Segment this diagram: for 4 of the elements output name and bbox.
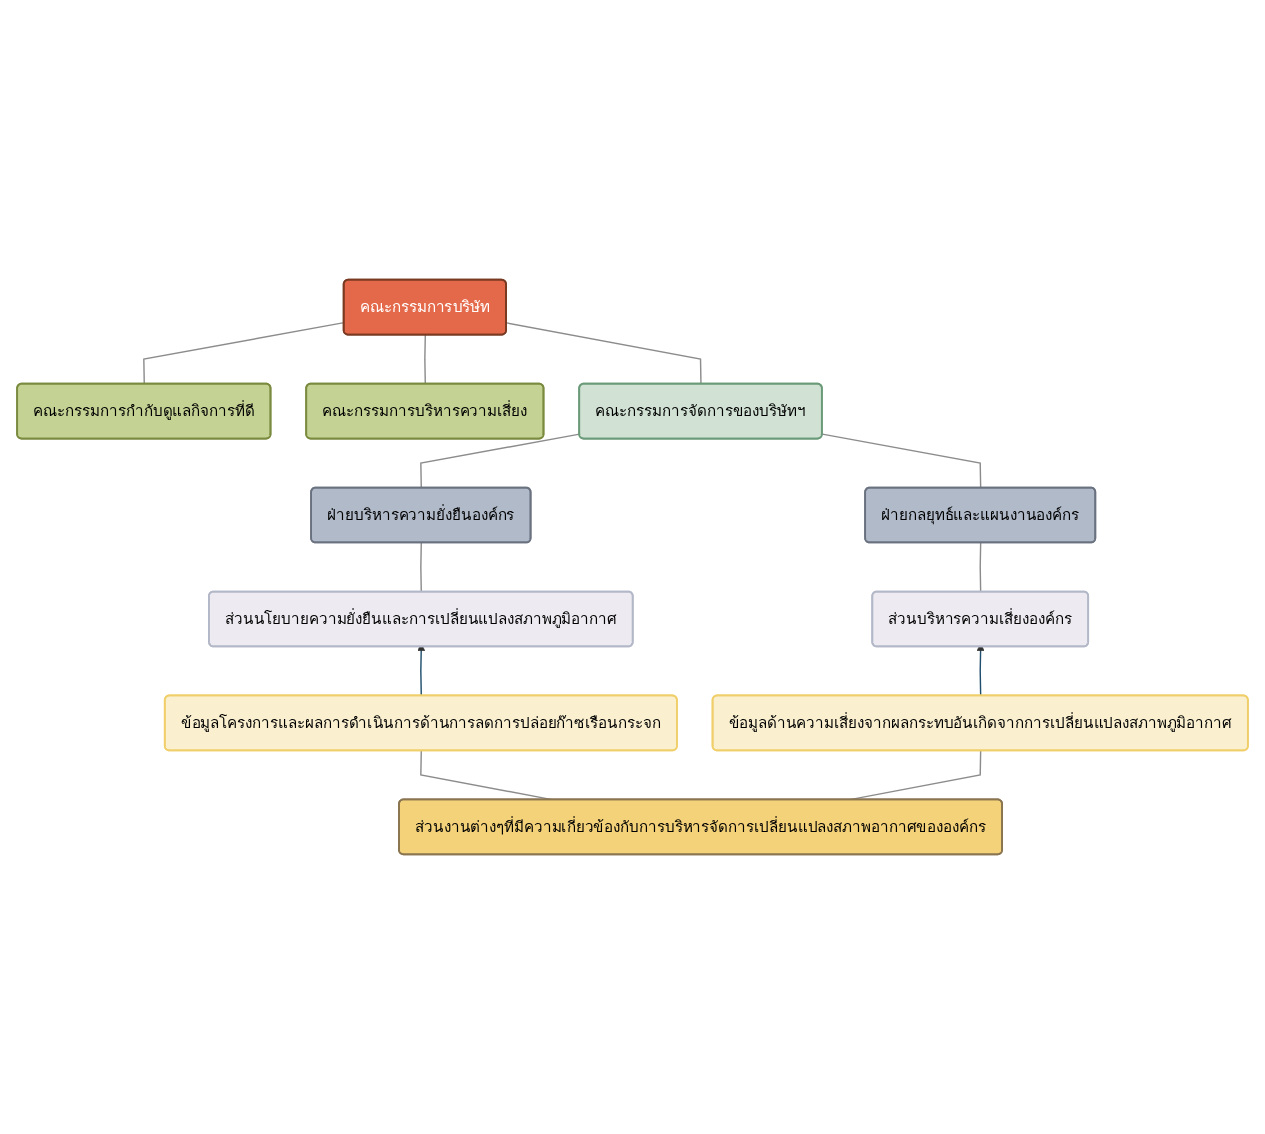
connector [420, 542, 422, 593]
connector [821, 433, 982, 489]
connector [979, 542, 982, 593]
connector [424, 334, 426, 385]
